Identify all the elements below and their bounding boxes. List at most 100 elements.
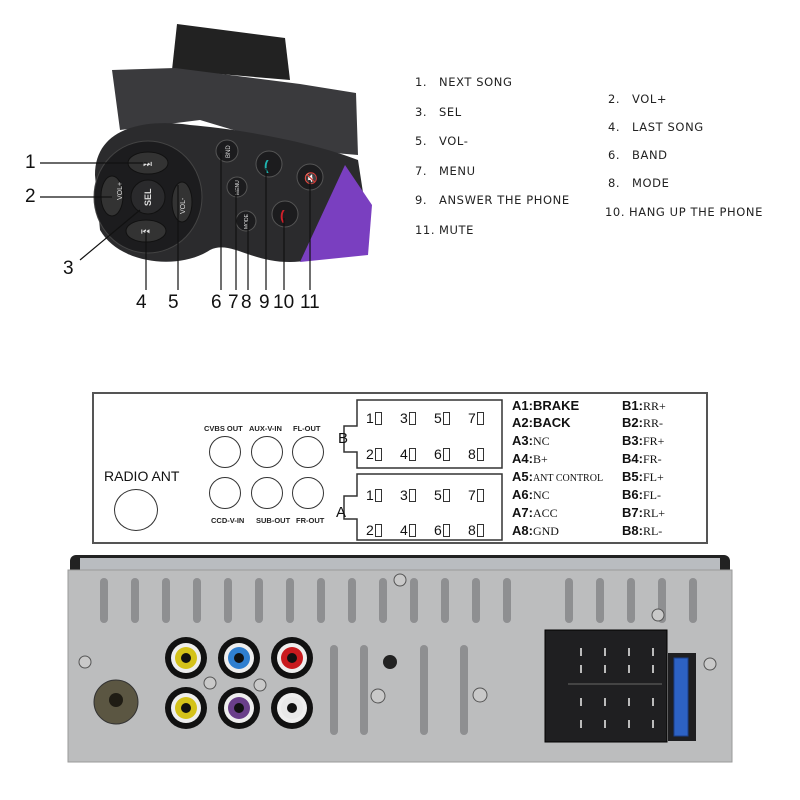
rca-jack-center [287, 653, 297, 663]
rca-jack-center [234, 653, 244, 663]
answer-phone-button[interactable] [255, 150, 283, 178]
iso-connector-outline [343, 399, 503, 541]
jack-label: FL-OUT [293, 424, 321, 433]
vol-plus-label: VOL+ [117, 182, 124, 200]
iso-pin [652, 648, 654, 656]
wiring-row: A7:ACC [512, 505, 558, 520]
jack-aux-v-in [251, 436, 283, 468]
vent-slot [627, 578, 635, 623]
vent-slot [162, 578, 170, 623]
connector-b-pin: 5 [434, 410, 450, 426]
wiring-row: B2:RR- [622, 415, 663, 430]
connector-b-pin: 7 [468, 410, 484, 426]
callout-8: 8 [241, 292, 252, 313]
steering-wheel-remote: ⏭ VOL+ SEL VOL- ⏮ BND MENU MODE ( ( 🔇 [40, 24, 372, 290]
iso-pin [604, 665, 606, 673]
iso-pin [604, 698, 606, 706]
vent-slot [100, 578, 108, 623]
callout-2: 2 [25, 186, 36, 207]
vent-slot [224, 578, 232, 623]
connector-b-label: B [338, 430, 349, 447]
vent-slot [596, 578, 604, 623]
menu-button[interactable] [226, 176, 248, 198]
screws [78, 573, 717, 704]
callout-11: 11 [300, 292, 320, 313]
jack-label: CVBS OUT [204, 424, 243, 433]
vent-slot [360, 645, 368, 735]
radio-ant-label: RADIO ANT [104, 468, 180, 484]
legend-item: 1.NEXT SONG [415, 75, 513, 89]
wiring-row: B5:FL+ [622, 469, 664, 484]
iso-pin [652, 665, 654, 673]
vent-slot [503, 578, 511, 623]
mount-hole [383, 655, 397, 669]
sel-button[interactable] [130, 179, 166, 215]
callout-3: 3 [63, 258, 74, 279]
callout-7: 7 [228, 292, 239, 313]
vent-slot [420, 645, 428, 735]
menu-label: MENU [235, 180, 241, 195]
wiring-row: A6:NC [512, 487, 550, 502]
iso-pin [604, 720, 606, 728]
wiring-row: A1:BRAKE [512, 398, 580, 413]
connector-a-pin: 1 [366, 487, 382, 503]
legend-item: 6.BAND [608, 148, 668, 162]
iso-pin [580, 648, 582, 656]
connector-a-pin: 7 [468, 487, 484, 503]
connector-a-pin: 6 [434, 522, 450, 538]
jack-cvbs-out [209, 436, 241, 468]
wiring-row: B6:FL- [622, 487, 661, 502]
wiring-row: A5:ANT CONTROL [512, 469, 604, 484]
jack-label: FR-OUT [296, 516, 325, 525]
iso-pin [580, 698, 582, 706]
rca-jack-center [181, 653, 191, 663]
connector-a-pin: 4 [400, 522, 416, 538]
hangup-phone-icon: ( [280, 207, 285, 223]
radio-ant-port [114, 489, 158, 531]
vent-slot [348, 578, 356, 623]
vol-plus-button[interactable] [100, 175, 124, 217]
iso-pin [628, 665, 630, 673]
vent-slot [286, 578, 294, 623]
wiring-row: A8:GND [512, 523, 559, 538]
connector-a-pin: 8 [468, 522, 484, 538]
wiring-row: B7:RL+ [622, 505, 666, 520]
legend-item: 5.VOL- [415, 134, 469, 148]
jack-fr-out [292, 477, 324, 509]
legend-item: 2.VOL+ [608, 92, 668, 106]
rca-jack-center [181, 703, 191, 713]
connector-a-pin: 3 [400, 487, 416, 503]
vent-slot [689, 578, 697, 623]
band-label: BND [226, 145, 232, 158]
iso-pin [652, 720, 654, 728]
jack-fl-out [292, 436, 324, 468]
velcro-strap [172, 24, 290, 80]
callout-5: 5 [168, 292, 179, 313]
vent-slot [330, 645, 338, 735]
rca-jacks [165, 637, 313, 729]
ventilation-slots [100, 578, 697, 735]
vent-slot [565, 578, 573, 623]
remote-housing-top [112, 68, 358, 155]
callout-lines [40, 153, 311, 290]
vol-minus-button[interactable] [171, 181, 193, 223]
legend-item: 9.ANSWER THE PHONE [415, 193, 570, 207]
connector-b-pin: 2 [366, 446, 382, 462]
callout-4: 4 [136, 292, 147, 313]
vent-slot [317, 578, 325, 623]
connector-b-pin: 6 [434, 446, 450, 462]
legend-item: 8.MODE [608, 176, 670, 190]
vent-slot [193, 578, 201, 623]
antenna-hole [109, 693, 123, 707]
jack-label: SUB-OUT [256, 516, 291, 525]
jack-label: CCD-V-IN [211, 516, 245, 525]
vent-slot [255, 578, 263, 623]
rca-jack-center [287, 703, 297, 713]
jack-sub-out [251, 477, 283, 509]
hangup-phone-button[interactable] [271, 200, 299, 228]
iso-pin [628, 648, 630, 656]
legend-item: 11.MUTE [415, 223, 475, 237]
callout-9: 9 [259, 292, 270, 313]
callout-1: 1 [25, 152, 36, 173]
wiring-row: A4:B+ [512, 451, 548, 466]
